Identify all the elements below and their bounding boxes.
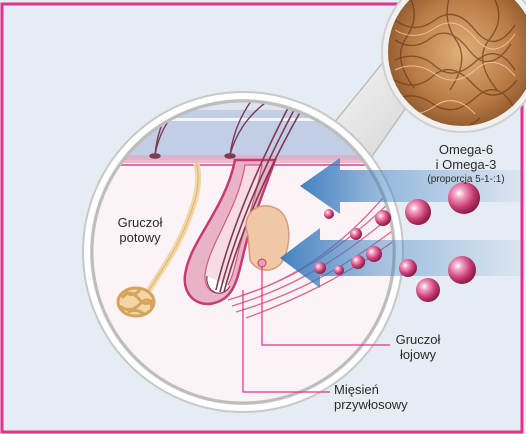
label-omega-line2: i Omega-3 — [408, 157, 524, 172]
label-sebaceous-line1: Gruczoł — [388, 332, 448, 347]
label-sebaceous-gland: Gruczoł łojowy — [388, 332, 448, 362]
label-muscle-line2: przywłosowy — [334, 397, 434, 412]
label-sebaceous-line2: łojowy — [388, 347, 448, 362]
label-omega-ratio: (proporcja 5-1-:1) — [408, 172, 524, 187]
sebaceous-gland — [246, 206, 289, 270]
label-muscle-line1: Mięsień — [334, 382, 434, 397]
label-sweat-gland-line2: potowy — [100, 230, 180, 245]
label-omega: Omega-6 i Omega-3 (proporcja 5-1-:1) — [408, 142, 524, 187]
label-sweat-gland-line1: Gruczoł — [100, 215, 180, 230]
label-omega-line1: Omega-6 — [408, 142, 524, 157]
label-arrector-muscle: Mięsień przywłosowy — [334, 382, 434, 412]
label-sweat-gland: Gruczoł potowy — [100, 215, 180, 245]
